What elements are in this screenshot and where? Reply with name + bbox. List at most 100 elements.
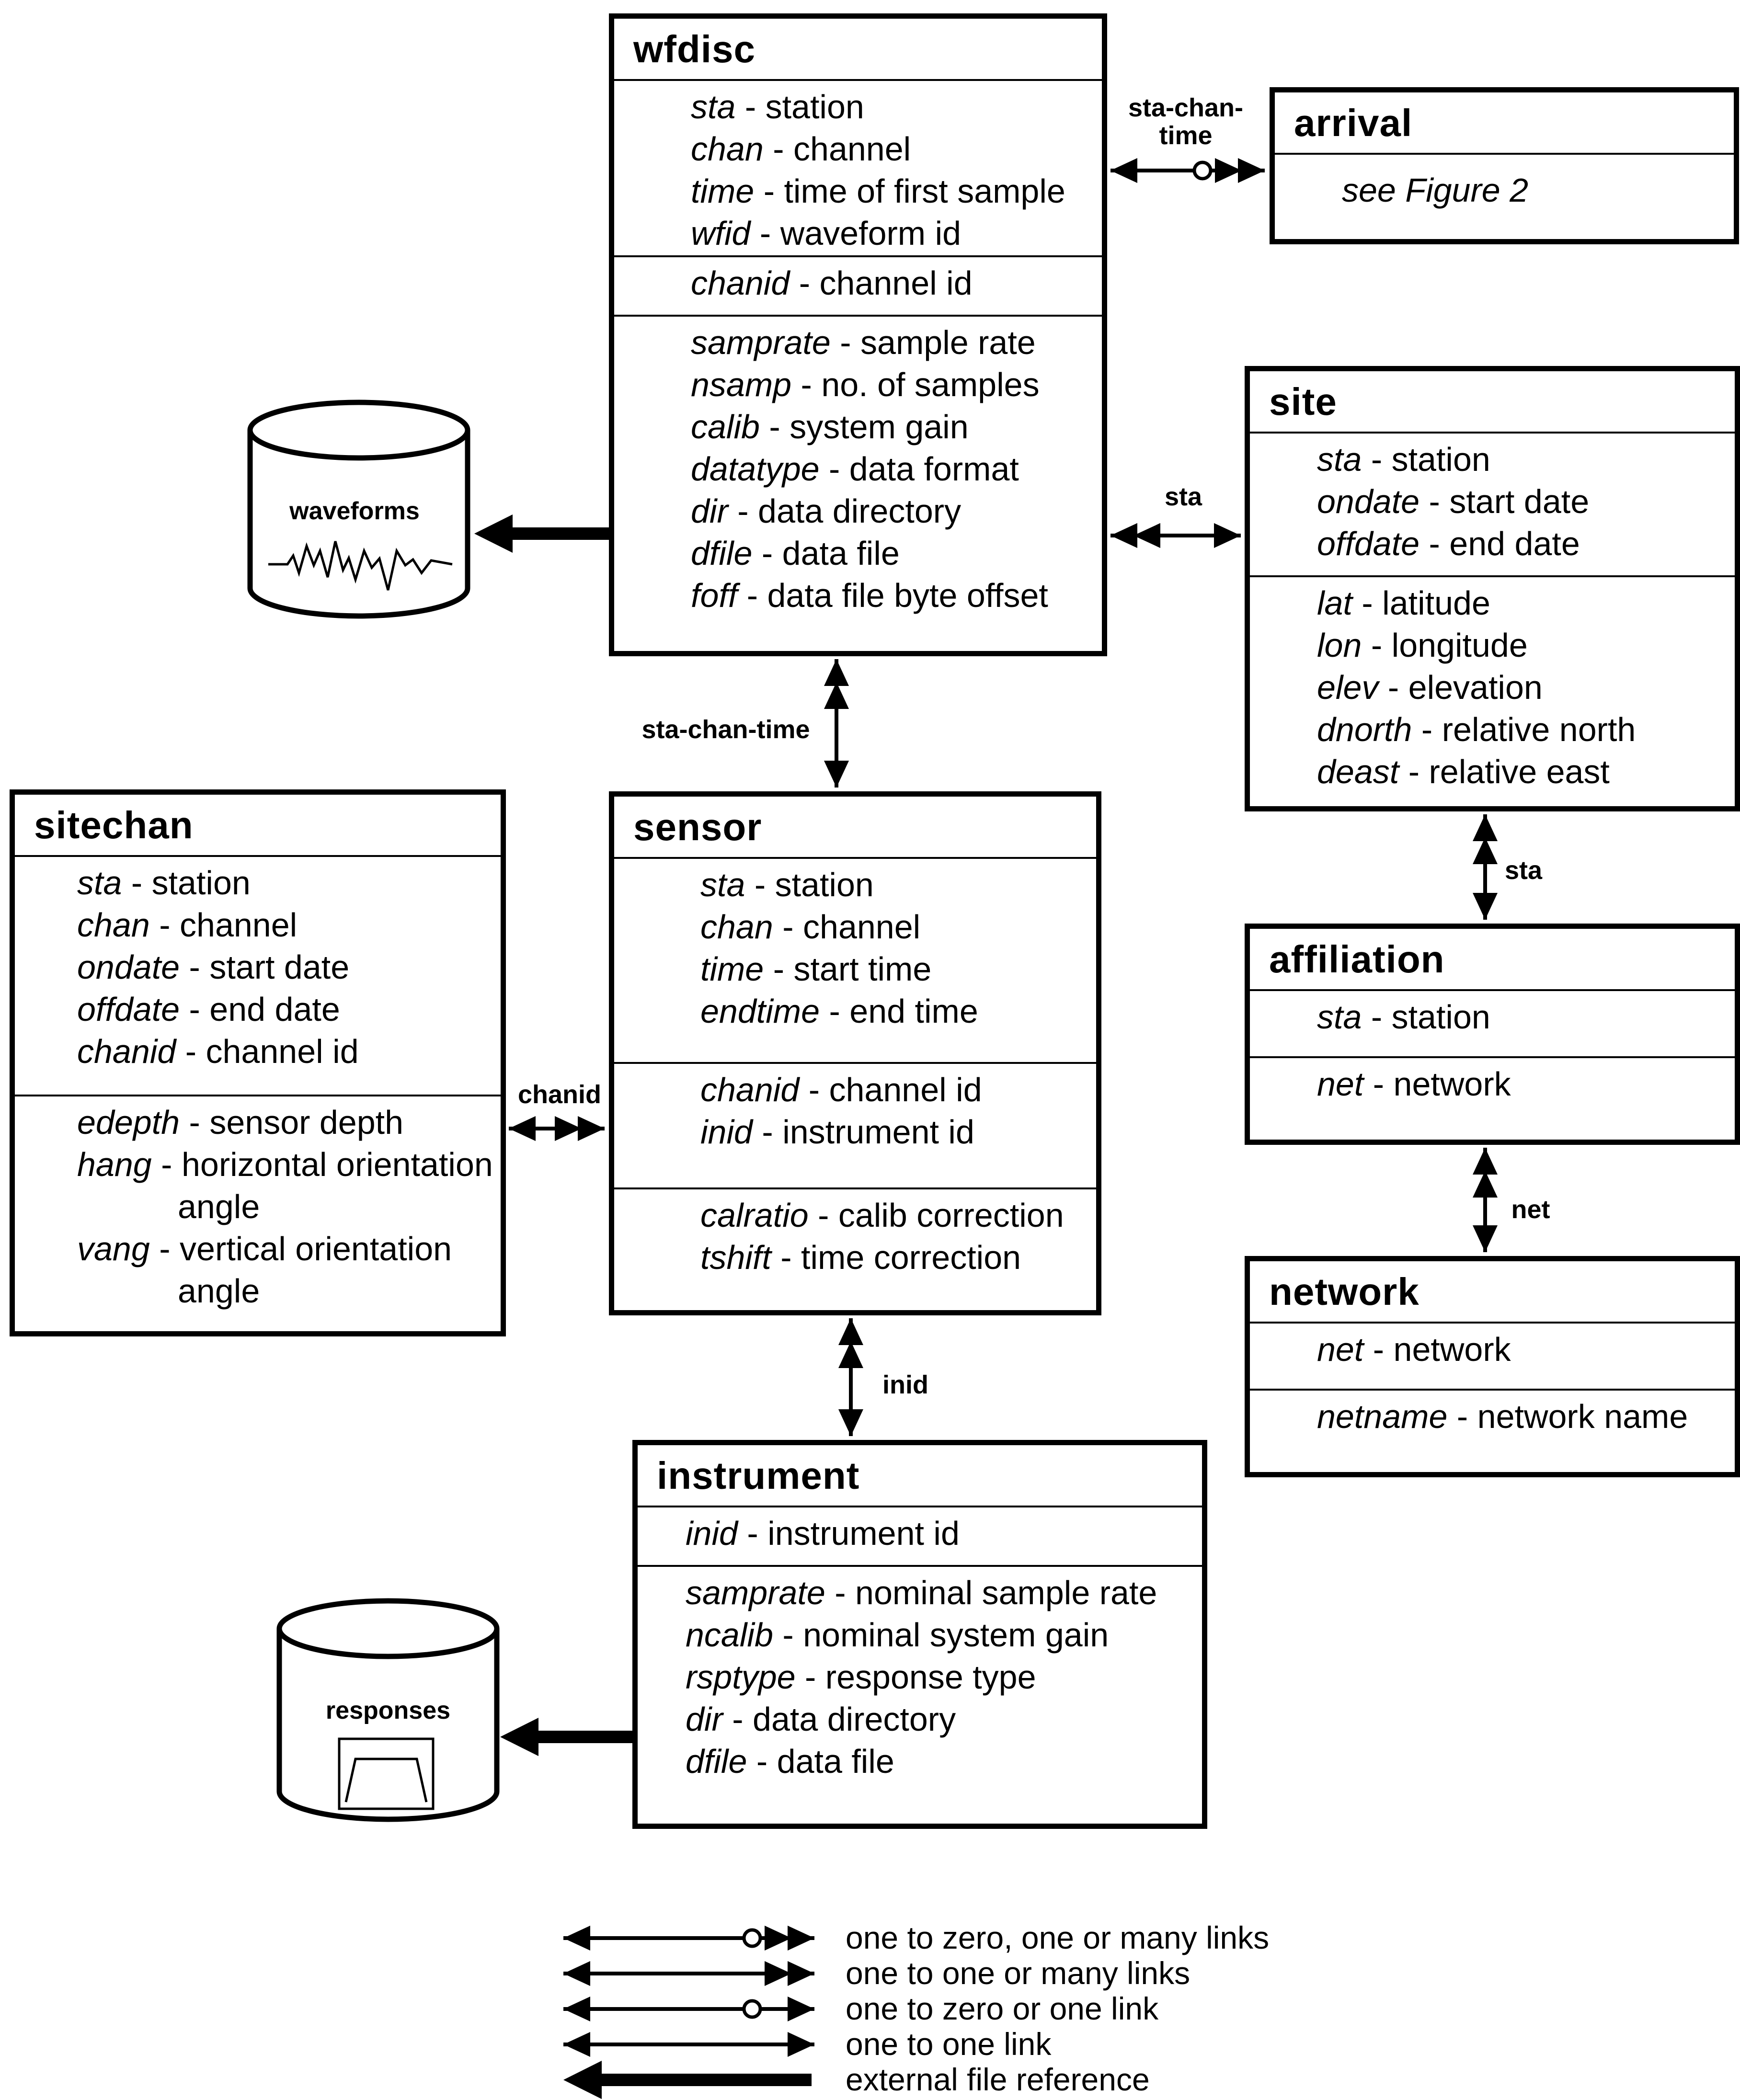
field-separator: - — [752, 1113, 783, 1151]
field-separator: - — [176, 1033, 206, 1070]
field-separator: - — [1447, 1398, 1477, 1435]
instrument-section: inid - instrument id — [638, 1507, 1202, 1567]
field-description: station — [765, 88, 864, 126]
wfdisc-field-foff: foff - data file byte offset — [691, 574, 1102, 616]
field-name: elev — [1317, 669, 1379, 706]
field-description: data directory — [753, 1701, 956, 1738]
field-separator: - — [728, 492, 758, 530]
legend-zero-one-many: one to zero, one or many links — [846, 1920, 1270, 1955]
sensor-field-chan: chan - channel — [700, 906, 1096, 948]
field-name: net — [1317, 1065, 1364, 1103]
field-description-continued: angle — [178, 1272, 260, 1310]
link-affiliation-network-a-head — [1473, 1148, 1498, 1175]
field-description: channel id — [206, 1033, 359, 1070]
field-description: data file — [782, 535, 900, 572]
field-description: calib correction — [838, 1197, 1064, 1234]
legend-zero-or-one: one to zero or one link — [846, 1991, 1159, 2026]
link-label-wfdisc-sensor: sta-chan-time — [641, 715, 810, 744]
field-description: instrument id — [782, 1113, 974, 1151]
legend-one-to-one: one to one link — [846, 2026, 1052, 2062]
field-separator: - — [722, 1701, 753, 1738]
link-label-sitechan-sensor: chanid — [517, 1080, 602, 1109]
field-separator: - — [735, 88, 766, 126]
field-description: station — [775, 866, 874, 903]
field-name: dfile — [686, 1743, 747, 1780]
field-description: vertical orientation — [180, 1230, 452, 1267]
field-name: tshift — [700, 1239, 771, 1276]
sensor-title: sensor — [614, 797, 1096, 859]
field-description: data file — [777, 1743, 894, 1780]
field-separator: - — [1362, 998, 1392, 1036]
site-field-lon: lon - longitude — [1317, 624, 1735, 666]
field-description: network — [1393, 1331, 1511, 1368]
sensor-field-endtime: endtime - end time — [700, 990, 1096, 1032]
link-site-affiliation-a-head — [1473, 814, 1498, 841]
field-description: station — [1391, 998, 1490, 1036]
legend-symbol-external-file-head — [563, 2061, 602, 2099]
field-name: chan — [691, 130, 764, 168]
link-label-site-affiliation: sta — [1504, 856, 1543, 885]
field-description: data directory — [758, 492, 962, 530]
field-name: chan — [77, 906, 150, 944]
field-description: network name — [1477, 1398, 1688, 1435]
field-separator: - — [764, 950, 794, 988]
field-separator: - — [795, 1658, 825, 1696]
field-name: netname — [1317, 1398, 1448, 1435]
field-name: sta — [1317, 441, 1362, 478]
field-separator: - — [1419, 483, 1450, 520]
field-name: vang — [77, 1230, 150, 1267]
field-separator: - — [180, 991, 210, 1028]
link-sensor-instrument-a-head2 — [838, 1341, 863, 1368]
response-curve-icon — [344, 1758, 428, 1803]
field-separator: - — [825, 1574, 856, 1611]
field-description: end time — [849, 993, 978, 1030]
field-separator: - — [180, 948, 210, 986]
network-field-netname: netname - network name — [1317, 1395, 1735, 1438]
field-description: channel — [180, 906, 298, 944]
field-separator: - — [750, 215, 780, 252]
field-separator: - — [819, 450, 849, 488]
field-name: rsptype — [686, 1658, 796, 1696]
affiliation-title: affiliation — [1250, 929, 1735, 991]
field-description: channel id — [819, 264, 973, 302]
field-separator: - — [773, 1616, 803, 1654]
link-label-affiliation-network: net — [1511, 1195, 1550, 1224]
field-name: ondate — [77, 948, 180, 986]
field-separator: - — [1399, 753, 1429, 790]
field-name: datatype — [691, 450, 820, 488]
field-description: relative north — [1442, 711, 1636, 748]
field-description: channel — [803, 908, 921, 946]
field-name: net — [1317, 1331, 1364, 1368]
sitechan-field-ondate: ondate - start date — [77, 946, 501, 988]
field-description: sample rate — [860, 324, 1036, 361]
instrument-title: instrument — [638, 1445, 1202, 1507]
field-separator: - — [747, 1743, 777, 1780]
legend-symbol-zero-or-one-b-head — [788, 1997, 814, 2021]
field-separator: - — [737, 1515, 768, 1552]
link-sitechan-sensor-b-head2 — [555, 1116, 582, 1141]
link-wfdisc-sensor-b-head — [824, 761, 849, 788]
affiliation-field-sta: sta - station — [1317, 996, 1735, 1038]
field-name: sta — [700, 866, 745, 903]
legend-symbol-zero-or-one-a-head — [563, 1997, 590, 2021]
legend-one-or-many: one to one or many links — [846, 1955, 1191, 1991]
wfdisc-field-dfile: dfile - data file — [691, 532, 1102, 574]
field-name: samprate — [686, 1574, 825, 1611]
arrival-title: arrival — [1275, 92, 1734, 155]
sitechan-field-edepth: edepth - sensor depth — [77, 1101, 501, 1143]
wfdisc-title: wfdisc — [614, 19, 1102, 81]
field-separator: - — [771, 1239, 801, 1276]
